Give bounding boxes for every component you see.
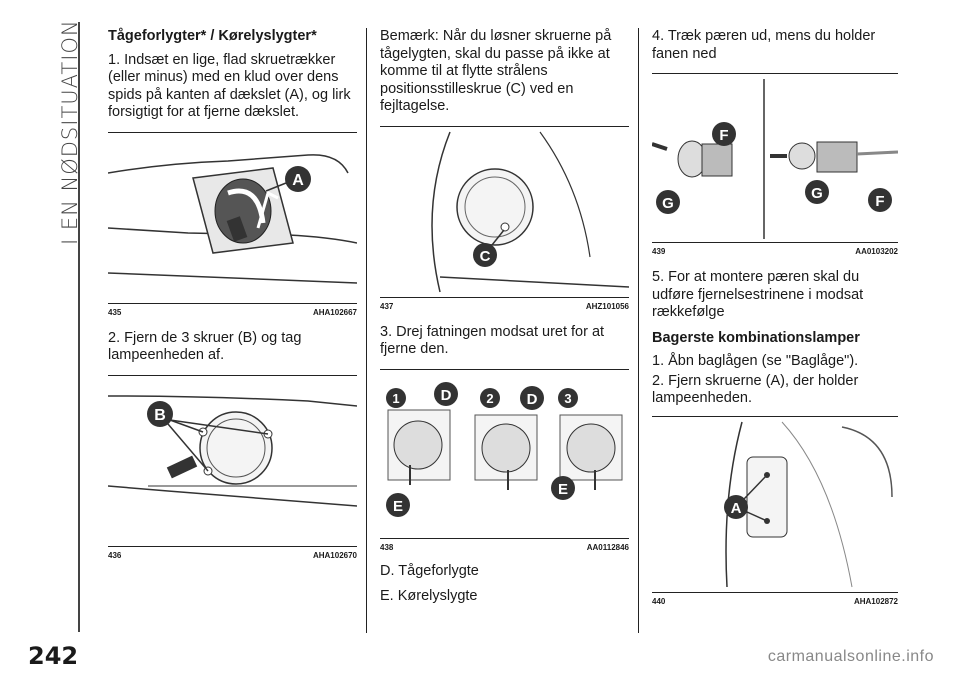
figure-code: AHZ101056 [585,301,629,311]
callout-b [147,400,173,427]
step-4-text: 4. Træk pæren ud, mens du holder fanen n… [652,28,876,62]
figure-436: B 436 AHA102670 [108,374,357,560]
chapter-title: I EN NØDSITUATION [58,19,82,245]
figure-caption: 439 AA0103202 [652,245,898,256]
figure-number: 437 [380,301,394,311]
figure-439: F G G F 439 AA0103202 [652,73,898,256]
figure-caption: 438 AA0112846 [380,541,629,552]
chapter-bar [78,22,80,632]
figure-caption: 435 AHA102667 [108,306,357,317]
column-3: 4. Træk pæren ud, mens du holder fanen n… [652,28,898,606]
bulb-removal-illustration: F G G F [652,79,898,239]
figure-440: A 440 AHA102872 [652,415,898,606]
step-2-text: 2. Fjern de 3 skruer (B) og tag lampeenh… [108,329,302,364]
figure-code: AA0103202 [855,247,898,256]
legend-d: D. Tågeforlygte [380,562,479,579]
callout-b-label: B [154,407,166,424]
column-2: Bemærk: Når du løsner skruerne på tågely… [380,28,629,614]
callout-a-label: A [292,172,304,189]
step-1-text: 1. Indsæt en lige, flad skruetrækker (el… [108,51,351,121]
figure-435: A 435 AHA102667 [108,131,357,317]
rear-lamp-illustration: A [724,421,893,587]
callout-e-label: E [393,498,403,515]
rear-step-2-text: 2. Fjern skruerne (A), der holder lampee… [652,372,859,407]
rear-step-1-text: 1. Åbn baglågen (se "Baglåge"). [652,353,859,369]
figure-code: AHA102667 [312,307,357,317]
aim-screw-illustration: C [431,131,629,292]
callout-c-label: C [480,248,491,265]
callout-c [473,242,497,267]
legend-e: E. Kørelyslygte [380,588,478,604]
figure-code: AHA102670 [312,550,357,560]
step-1-label: 1 [392,391,399,406]
figure-caption: 436 AHA102670 [108,549,357,560]
callout-d-label: D [527,391,538,408]
figure-437: C 437 AHZ101056 [380,125,629,311]
figure-438: 1 D 2 D 3 E E 438 AA0112846 [380,368,629,552]
callout-f-label: F [719,127,728,144]
callout-g-label: G [811,185,823,202]
figure-number: 436 [108,550,122,560]
figure-code: AA0112846 [586,542,629,552]
fog-cover-illustration: A [108,153,357,284]
step-2-label: 2 [486,391,493,406]
step-3-text: 3. Drej fatningen modsat uret for at fje… [380,323,605,358]
step-3-label: 3 [564,391,571,406]
page-number: 242 [28,642,79,670]
column-divider [638,28,639,633]
note-text: Bemærk: Når du løsner skruerne på tågely… [380,28,612,114]
figure-number: 438 [380,542,394,552]
callout-f-label: F [875,193,884,210]
column-1: Tågeforlygter* / Kørelyslygter* 1. Indsæ… [108,28,357,560]
figure-caption: 437 AHZ101056 [380,300,629,311]
figure-number: 440 [652,596,666,606]
section-heading: Tågeforlygter* / Kørelyslygter* [108,28,317,44]
socket-rotate-illustration: 1 D 2 D 3 E E [386,381,623,517]
callout-e-label: E [558,481,568,498]
watermark: carmanualsonline.info [767,648,934,665]
callout-d-label: D [441,387,452,404]
figure-number: 439 [652,247,666,256]
callout-a [285,165,311,192]
callout-a-label: A [731,500,742,517]
fog-screws-illustration: B [108,394,357,507]
column-divider [366,28,367,633]
figure-number: 435 [108,307,122,317]
figure-caption: 440 AHA102872 [652,595,898,606]
callout-g-label: G [662,195,674,212]
step-5-text: 5. For at montere pæren skal du udføre f… [652,269,864,320]
figure-code: AHA102872 [853,596,898,606]
section-heading: Bagerste kombinationslamper [652,329,860,346]
